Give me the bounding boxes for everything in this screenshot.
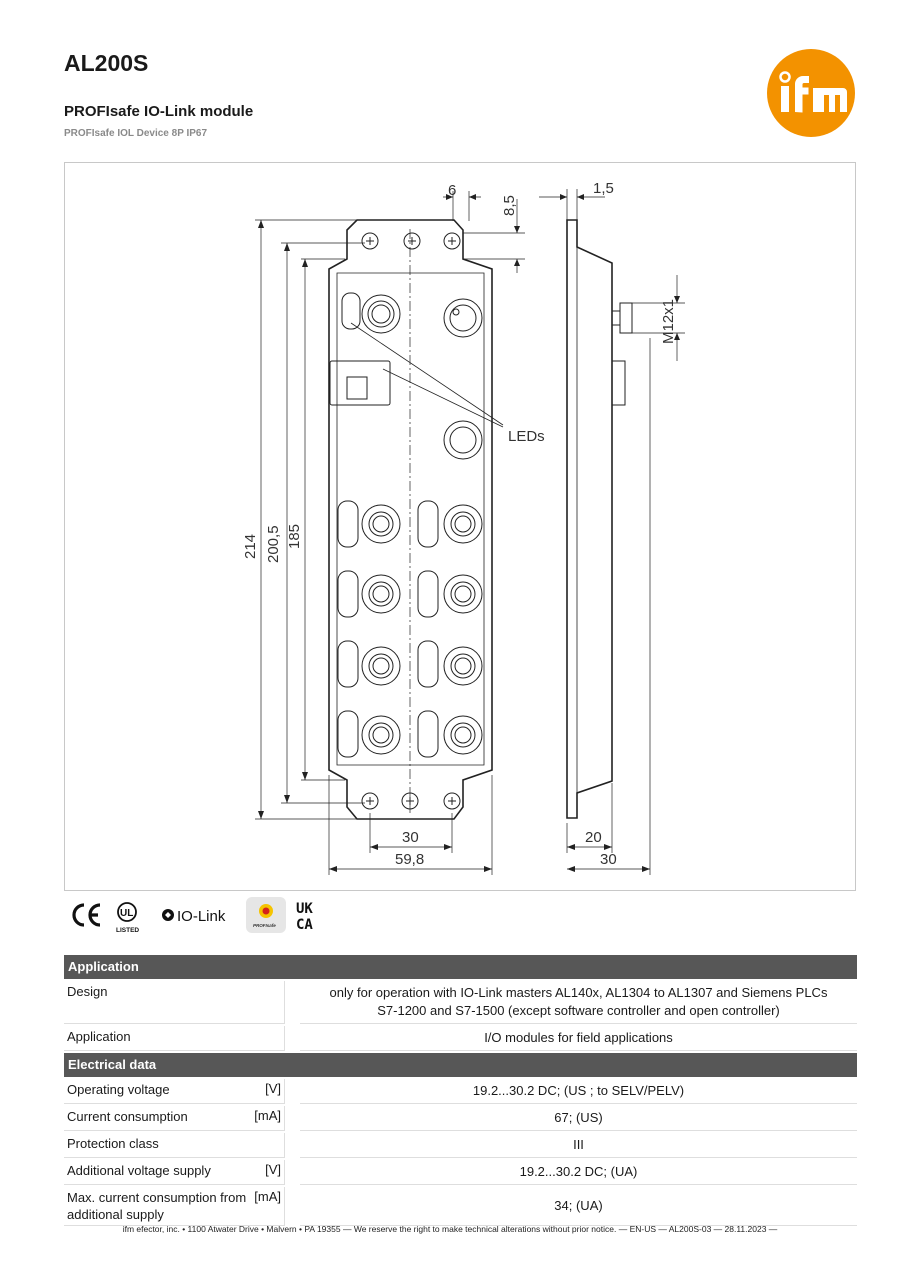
dim-1-5: 1,5 xyxy=(593,180,614,197)
product-subline: PROFIsafe IOL Device 8P IP67 xyxy=(64,128,208,139)
ukca-bottom: CA xyxy=(296,917,313,933)
dim-8-5: 8,5 xyxy=(501,195,518,216)
spec-row-max-current-additional: Max. current consumption from additional… xyxy=(64,1187,857,1226)
spec-row-protection-class: Protection class III xyxy=(64,1133,857,1158)
spec-value: only for operation with IO-Link masters … xyxy=(300,981,857,1024)
spec-row-current-consumption: Current consumption [mA] 67; (US) xyxy=(64,1106,857,1131)
dim-6: 6 xyxy=(448,182,456,199)
spec-value: 67; (US) xyxy=(300,1106,857,1131)
section-header-application: Application xyxy=(64,955,857,979)
spec-label: Max. current consumption from additional… xyxy=(67,1190,247,1222)
module-front-view xyxy=(328,219,504,820)
spec-unit: [V] xyxy=(265,1081,281,1096)
dim-214: 214 xyxy=(242,534,259,559)
spec-unit: [mA] xyxy=(254,1108,281,1123)
spec-value: I/O modules for field applications xyxy=(300,1026,857,1051)
certification-logos: UL LISTED IO-Link PROFIsafe UK CA xyxy=(64,895,364,935)
ukca-top: UK xyxy=(296,901,313,917)
spec-table: Application Design only for operation wi… xyxy=(64,955,857,1228)
spec-value: 34; (UA) xyxy=(300,1187,857,1226)
ifm-logo xyxy=(767,49,855,137)
spec-row-additional-voltage: Additional voltage supply [V] 19.2...30.2… xyxy=(64,1160,857,1185)
ul-text: UL xyxy=(120,908,133,919)
profisafe-text: PROFIsafe xyxy=(253,923,276,928)
dim-59-8: 59,8 xyxy=(395,851,424,868)
page-title: AL200S xyxy=(64,50,149,76)
dim-30-side: 30 xyxy=(600,851,617,868)
dim-185: 185 xyxy=(286,524,303,549)
ce-mark xyxy=(72,903,101,927)
iolink-mark: IO-Link xyxy=(162,908,226,925)
spec-unit: [V] xyxy=(265,1162,281,1177)
spec-row-application: Application I/O modules for field applic… xyxy=(64,1026,857,1051)
spec-label: Current consumption xyxy=(67,1109,188,1124)
leds-label: LEDs xyxy=(508,428,545,445)
spec-row-design: Design only for operation with IO-Link m… xyxy=(64,981,857,1024)
dim-m12x1: M12x1 xyxy=(660,299,677,344)
ul-listed-mark: UL LISTED xyxy=(116,902,139,934)
spec-label: Application xyxy=(67,1029,131,1044)
spec-value: 19.2...30.2 DC; (US ; to SELV/PELV) xyxy=(300,1079,857,1104)
spec-value: 19.2...30.2 DC; (UA) xyxy=(300,1160,857,1185)
spec-unit: [mA] xyxy=(254,1189,281,1204)
dim-30-front: 30 xyxy=(402,829,419,846)
section-header-electrical: Electrical data xyxy=(64,1053,857,1077)
profisafe-mark: PROFIsafe xyxy=(246,897,286,933)
spec-label: Design xyxy=(67,984,108,999)
spec-label: Protection class xyxy=(67,1136,159,1151)
product-subtitle: PROFIsafe IO-Link module xyxy=(64,103,254,120)
spec-label: Additional voltage supply xyxy=(67,1163,211,1178)
dim-200-5: 200,5 xyxy=(265,525,282,563)
iolink-text: IO-Link xyxy=(177,908,226,925)
page-footer: ifm efector, inc. • 1100 Atwater Drive •… xyxy=(122,1224,778,1234)
spec-row-operating-voltage: Operating voltage [V] 19.2...30.2 DC; (US… xyxy=(64,1079,857,1104)
module-side-view xyxy=(566,219,633,819)
dim-20-side: 20 xyxy=(585,829,602,846)
spec-value: III xyxy=(300,1133,857,1158)
ukca-mark: UK CA xyxy=(296,901,313,933)
dimension-drawing: 6 8,5 1,5 M12x1 214 200,5 185 30 59,8 20… xyxy=(64,162,856,891)
spec-label: Operating voltage xyxy=(67,1082,170,1097)
ul-listed-text: LISTED xyxy=(116,927,139,934)
